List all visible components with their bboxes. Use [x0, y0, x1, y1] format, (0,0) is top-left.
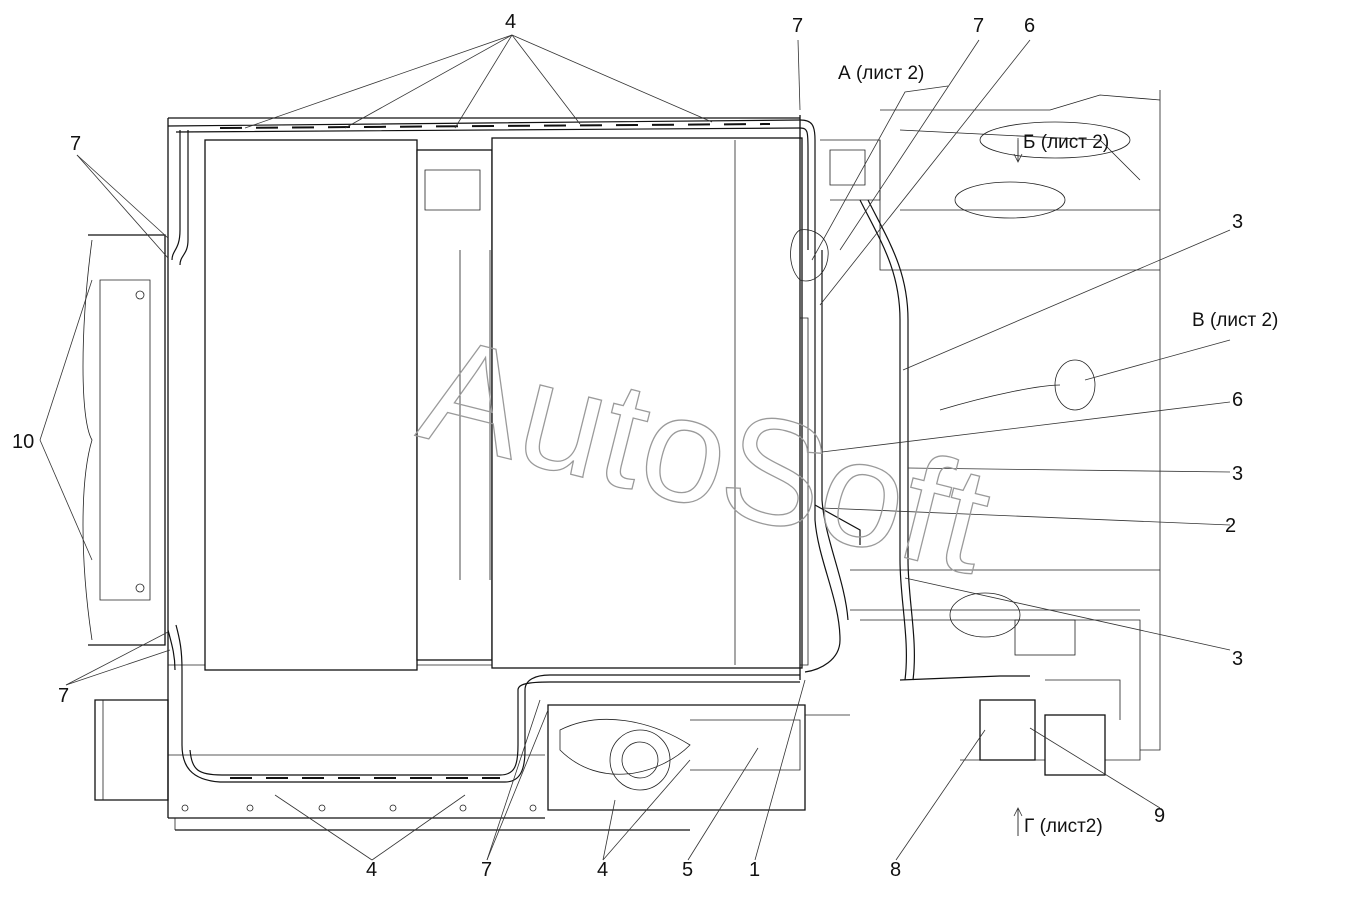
- frame-outline: [82, 117, 800, 831]
- callout-7-left-top: 7: [70, 133, 81, 155]
- view-ref-b: Б (лист 2): [1023, 132, 1109, 153]
- radiator-panels: [204, 137, 809, 671]
- callout-7-bottom: 7: [481, 859, 492, 881]
- callout-5: 5: [682, 859, 693, 881]
- view-ref-a: А (лист 2): [838, 63, 924, 84]
- view-ref-g: Г (лист2): [1024, 816, 1103, 837]
- callout-7-left-bottom: 7: [58, 685, 69, 707]
- view-ref-v: В (лист 2): [1192, 310, 1278, 331]
- callout-3-a: 3: [1232, 211, 1243, 233]
- callout-7-top-b: 7: [973, 15, 984, 37]
- callout-2: 2: [1225, 515, 1236, 537]
- callout-10: 10: [12, 431, 34, 453]
- callout-3-c: 3: [1232, 648, 1243, 670]
- callout-3-b: 3: [1232, 463, 1243, 485]
- callout-6-top: 6: [1024, 15, 1035, 37]
- callout-labels: 4 7 7 6 7 3 10 6 3 2 3 7 9 4 7 4 5 1 8: [12, 11, 1243, 881]
- callout-1: 1: [749, 859, 760, 881]
- callout-9: 9: [1154, 805, 1165, 827]
- callout-4-bottom-2: 4: [597, 859, 608, 881]
- engine-compartment: [547, 90, 1161, 811]
- callout-7-top-a: 7: [792, 15, 803, 37]
- callout-6-mid: 6: [1232, 389, 1243, 411]
- hoses: [167, 119, 1030, 783]
- callout-4-top: 4: [505, 11, 516, 33]
- callout-8: 8: [890, 859, 901, 881]
- view-ref-g-arrow-icon: [1013, 807, 1023, 836]
- view-references: А (лист 2) Б (лист 2) В (лист 2) Г (лист…: [838, 63, 1278, 837]
- callout-4-bottom-1: 4: [366, 859, 377, 881]
- view-ref-b-arrow-icon: [1013, 138, 1023, 163]
